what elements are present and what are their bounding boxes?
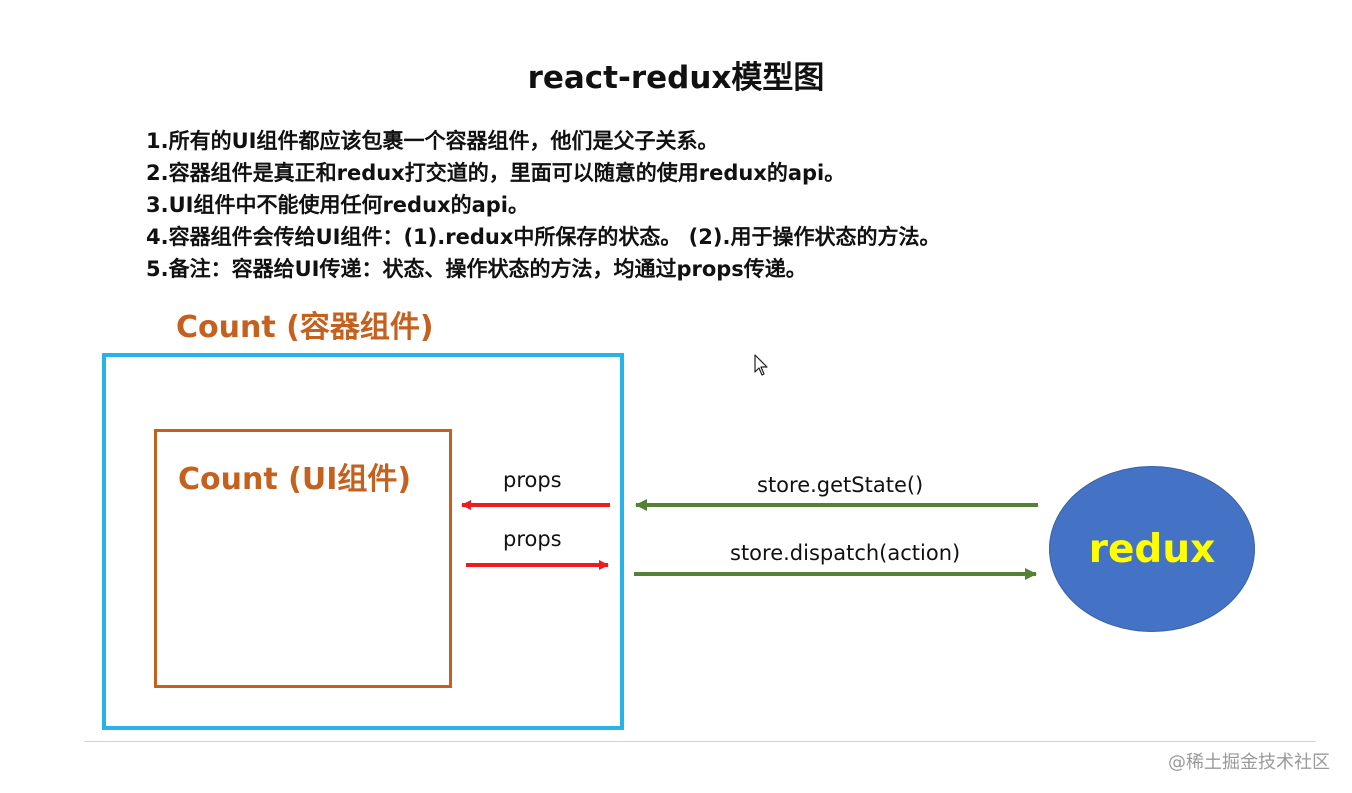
props-label-bottom: props [503,527,562,551]
watermark: @稀土掘金技术社区 [1168,752,1330,773]
dispatch-label: store.dispatch(action) [730,541,961,565]
note-item: 1.所有的UI组件都应该包裹一个容器组件，他们是父子关系。 [146,129,719,153]
container-component-label: Count (容器组件) [176,310,434,345]
note-item: 4.容器组件会传给UI组件：(1).redux中所保存的状态。 (2).用于操作… [146,225,941,249]
note-item: 3.UI组件中不能使用任何redux的api。 [146,193,529,217]
redux-label: redux [1088,526,1216,572]
ui-component-box [154,429,452,688]
redux-node: redux [1049,466,1255,632]
footer-divider [84,741,1316,742]
container-component-box [102,353,624,730]
note-item: 2.容器组件是真正和redux打交道的，里面可以随意的使用redux的api。 [146,161,846,185]
props-label-top: props [503,468,562,492]
notes-list: 1.所有的UI组件都应该包裹一个容器组件，他们是父子关系。 2.容器组件是真正和… [146,125,940,285]
get-state-label: store.getState() [757,473,924,497]
mouse-cursor-icon [754,354,768,376]
note-item: 5.备注：容器给UI传递：状态、操作状态的方法，均通过props传递。 [146,257,807,281]
diagram-title: react-redux模型图 [527,60,825,96]
ui-component-label: Count (UI组件) [178,462,412,497]
